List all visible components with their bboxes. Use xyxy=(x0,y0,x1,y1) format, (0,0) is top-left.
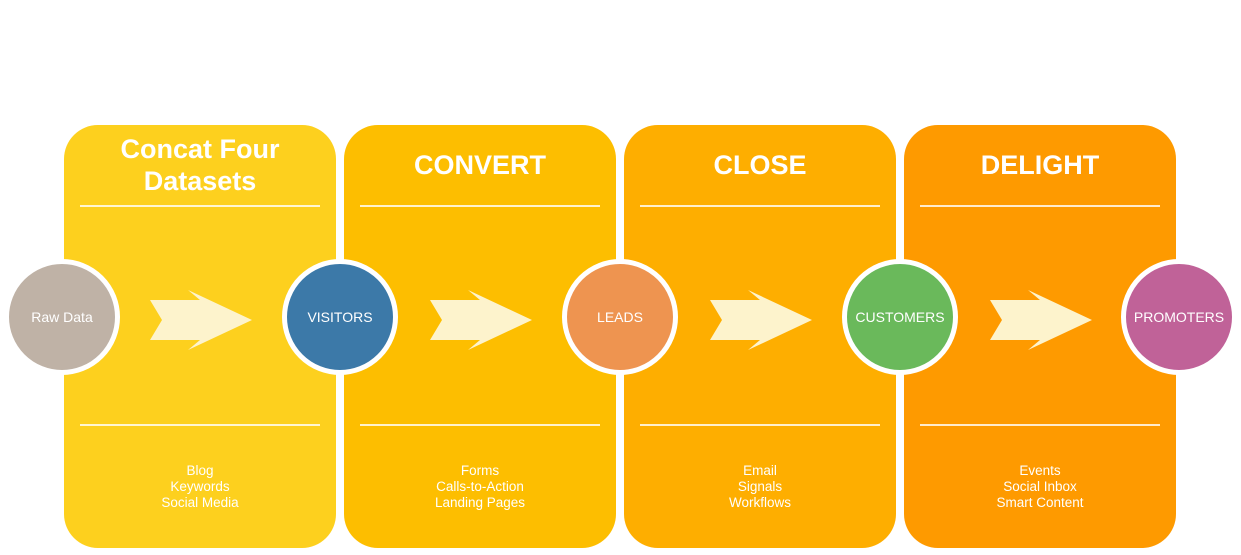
node-leads: LEADS xyxy=(562,259,678,375)
tactics-list: Email Signals Workflows xyxy=(624,463,896,511)
node-label: Raw Data xyxy=(31,309,93,325)
divider xyxy=(80,424,320,426)
node-raw-data: Raw Data xyxy=(4,259,120,375)
divider xyxy=(640,205,880,207)
stage-title: DELIGHT xyxy=(980,150,1100,180)
tactics-list: Forms Calls-to-Action Landing Pages xyxy=(344,463,616,511)
divider xyxy=(640,424,880,426)
arrow-shape xyxy=(710,290,812,350)
stage-title: CLOSE xyxy=(713,150,807,180)
divider xyxy=(920,424,1160,426)
node-label: PROMOTERS xyxy=(1133,309,1225,325)
node-label: VISITORS xyxy=(307,309,373,325)
node-label: CUSTOMERS xyxy=(855,309,945,325)
arrow-right-icon xyxy=(430,290,532,350)
tactic-item: Workflows xyxy=(728,495,791,510)
divider xyxy=(920,205,1160,207)
tactic-item: Events xyxy=(1019,463,1061,478)
arrow-shape xyxy=(430,290,532,350)
tactics-list: Events Social Inbox Smart Content xyxy=(904,463,1176,511)
arrow-right-icon xyxy=(710,290,812,350)
arrow-right-icon xyxy=(990,290,1092,350)
stage-title: Concat Four Datasets xyxy=(120,134,280,196)
node-visitors: VISITORS xyxy=(282,259,398,375)
tactics-list: Blog Keywords Social Media xyxy=(64,463,336,511)
arrow-right-icon xyxy=(150,290,252,350)
stage-title: CONVERT xyxy=(413,150,546,180)
divider xyxy=(360,205,600,207)
tactic-item: Landing Pages xyxy=(434,495,526,510)
arrow-shape xyxy=(150,290,252,350)
tactic-item: Keywords xyxy=(170,479,230,494)
divider xyxy=(80,205,320,207)
tactic-item: Email xyxy=(743,463,777,478)
tactic-item: Blog xyxy=(186,463,214,478)
tactic-item: Calls-to-Action xyxy=(436,479,524,494)
node-promoters: PROMOTERS xyxy=(1121,259,1237,375)
tactic-item: Signals xyxy=(737,479,783,494)
node-label: LEADS xyxy=(597,309,643,325)
divider xyxy=(360,424,600,426)
tactic-item: Social Media xyxy=(161,495,239,510)
tactic-item: Forms xyxy=(460,463,500,478)
tactic-item: Social Inbox xyxy=(1003,479,1077,494)
arrow-shape xyxy=(990,290,1092,350)
tactic-item: Smart Content xyxy=(996,495,1084,510)
node-customers: CUSTOMERS xyxy=(842,259,958,375)
